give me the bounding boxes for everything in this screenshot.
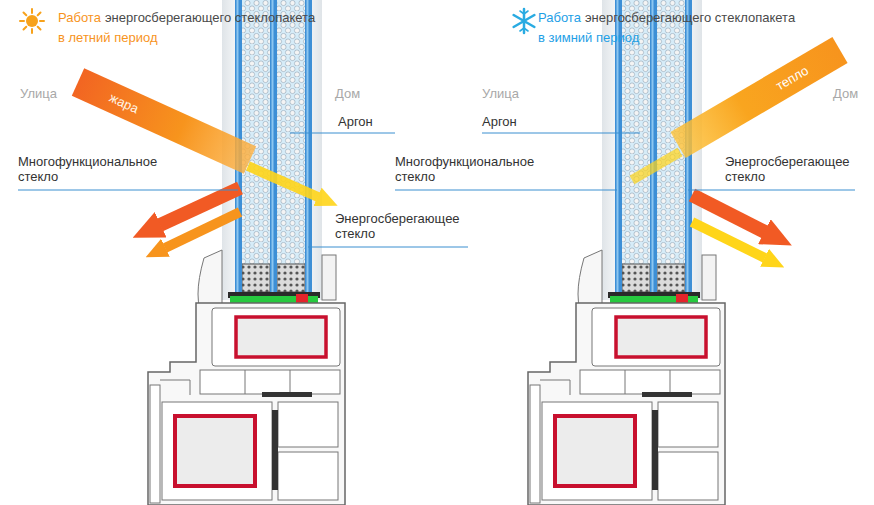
light-arrow	[248, 166, 318, 197]
heading-text: в летний период	[58, 30, 157, 45]
callout-label: Энергосберегающее стекло	[725, 154, 850, 184]
heading-text: в зимний период	[538, 30, 639, 45]
place-label: Улица	[482, 86, 519, 101]
callout-label: Аргон	[338, 114, 373, 129]
heat-arrow	[78, 82, 250, 160]
reflected-arrow	[165, 212, 240, 248]
callout-label: Энергосберегающее стекло	[335, 211, 460, 241]
place-label: Дом	[335, 86, 360, 101]
heat-arrow	[678, 50, 840, 145]
heading-text: Работа	[58, 10, 101, 25]
callout-label: Аргон	[482, 114, 517, 129]
snowflake-icon	[514, 9, 535, 33]
sun-icon	[20, 9, 44, 33]
leader-line	[18, 133, 855, 247]
window-profile	[528, 0, 725, 505]
place-label: Улица	[20, 86, 57, 101]
callout-label: Многофункциональное стекло	[395, 154, 534, 184]
heading-text: энергосберегающего стеклопакета	[585, 10, 795, 25]
callout-label: Многофункциональное стекло	[18, 154, 157, 184]
reflected-arrow	[692, 222, 765, 258]
heading-text: энергосберегающего стеклопакета	[105, 10, 315, 25]
light-arrow	[632, 152, 680, 180]
heading-text: Работа	[538, 10, 581, 25]
window-profile	[148, 0, 345, 505]
place-label: Дом	[833, 86, 858, 101]
